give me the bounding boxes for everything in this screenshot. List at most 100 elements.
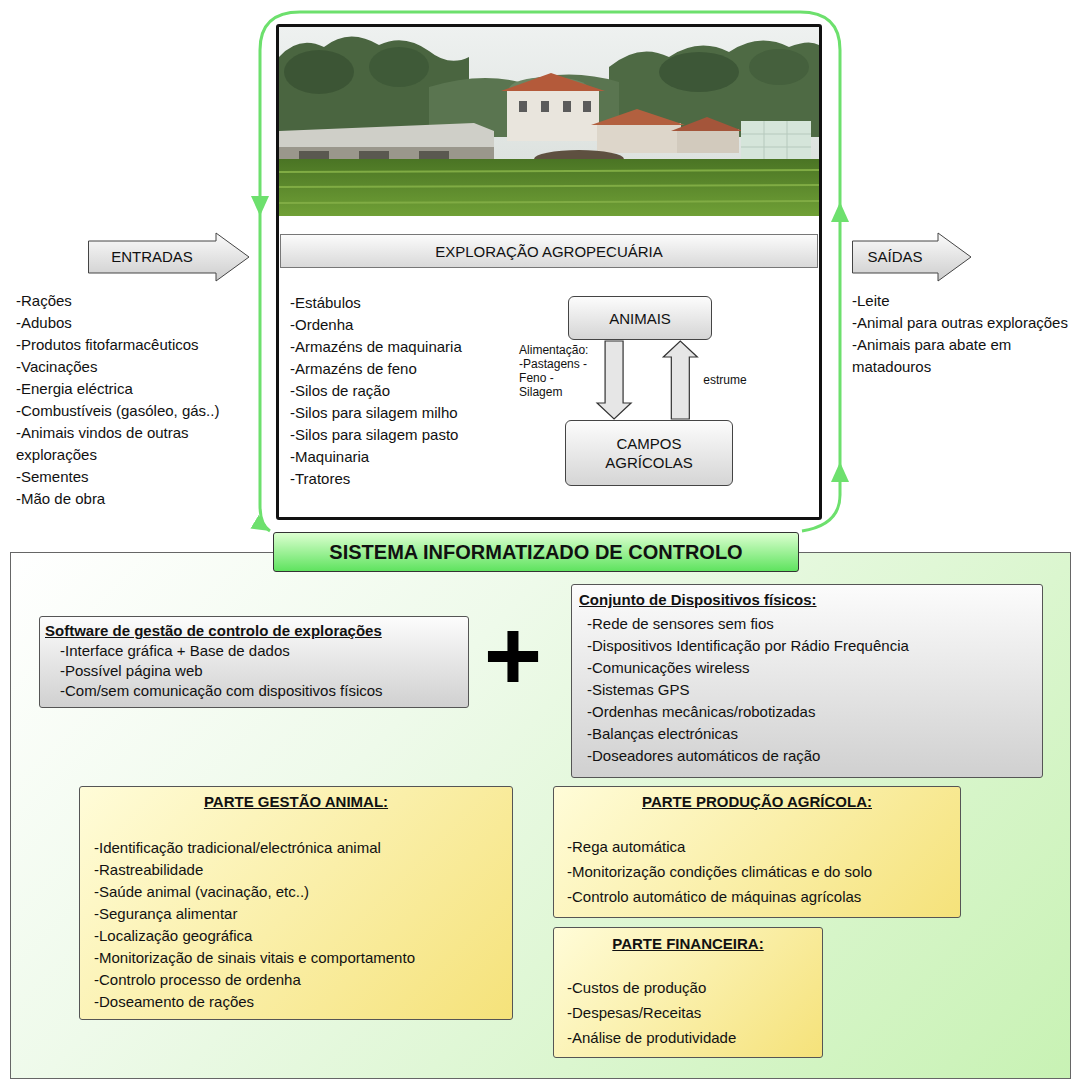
card-item: -Interface gráfica + Base de dados	[60, 641, 290, 661]
card-item: -Controlo automático de máquinas agrícol…	[567, 884, 861, 909]
plus-holder: +	[484, 605, 542, 705]
list-item: -Maquinaria	[290, 446, 462, 468]
arrow-label: SAÍDAS	[867, 248, 922, 266]
block-arrow	[597, 341, 631, 419]
block-arrow-outline	[89, 233, 250, 281]
list-item: -Silos de ração	[290, 380, 462, 402]
crop-production-box: PARTE PRODUÇÃO AGRÍCOLA: -Rega automática…	[553, 786, 961, 918]
photo-detail	[591, 109, 685, 125]
input-item: -Rações	[16, 290, 252, 312]
section-heading: EXPLORAÇÃO AGROPECUÁRIA	[280, 234, 818, 268]
card-item: -Despesas/Receitas	[567, 1000, 701, 1025]
card-item: -Doseadores automáticos de ração	[587, 745, 820, 767]
input-arrow: ENTRADAS	[88, 232, 250, 282]
output-item: -Animal para outras explorações	[852, 312, 1074, 334]
output-item: -Leite	[852, 290, 1074, 312]
farm-box: ANIMAIS CAMPOS AGRÍCOLAS EXPLORAÇÃO AGROPE…	[276, 24, 822, 520]
input-list: -Rações-Adubos-Produtos fitofarmacêutico…	[16, 290, 252, 510]
photo-detail	[563, 101, 571, 112]
list-item: -Armazéns de feno	[290, 358, 462, 380]
card-item: -Balanças electrónicas	[587, 723, 738, 745]
photo-detail	[279, 170, 819, 172]
animal-management-box: PARTE GESTÃO ANIMAL: -Identificação tradi…	[79, 786, 513, 1020]
card-title: PARTE PRODUÇÃO AGRÍCOLA:	[642, 791, 872, 813]
input-item: -Vacinações	[16, 356, 252, 378]
edge-label: Alimentação: -Pastagens -Feno -Silagem	[519, 343, 591, 399]
card-title: PARTE FINANCEIRA:	[612, 933, 763, 955]
card-title: Software de gestão de controlo de explor…	[45, 621, 382, 641]
list-item: -Ordenha	[290, 314, 462, 336]
photo-detail	[279, 27, 819, 216]
loop-arrow-part	[831, 462, 849, 482]
photo-detail	[507, 89, 599, 141]
block-arrow-outline	[853, 233, 972, 281]
list-item: -Tratores	[290, 468, 462, 490]
photo-detail	[279, 159, 819, 216]
photo-detail	[501, 73, 605, 91]
card-item: -Comunicações wireless	[587, 657, 750, 679]
photo-detail	[659, 52, 739, 92]
card-item: -Custos de produção	[567, 975, 706, 1000]
finance-box: PARTE FINANCEIRA: -Custos de produção-Des…	[553, 927, 823, 1058]
card-item: -Dispositivos Identificação por Rádio Fr…	[587, 635, 909, 657]
photo-detail	[541, 101, 549, 112]
photo-detail	[749, 49, 809, 85]
photo-detail	[583, 101, 591, 112]
input-item: -Produtos fitofarmacêuticos	[16, 334, 252, 356]
photo-detail	[279, 185, 819, 187]
card-item: -Controlo processo de ordenha	[94, 969, 301, 991]
card-item: -Monitorização de sinais vitais e compor…	[94, 947, 415, 969]
edge-label: estrume	[703, 373, 746, 387]
list-item: -Silos para silagem pasto	[290, 424, 462, 446]
photo-detail	[741, 121, 811, 161]
card-item: -Rastreabilidade	[94, 859, 203, 881]
list-item: -Armazéns de maquinaria	[290, 336, 462, 358]
photo-detail	[677, 129, 739, 153]
photo-detail	[741, 147, 811, 148]
photo-detail	[787, 121, 788, 161]
loop-arrow-part	[831, 202, 849, 222]
card-title: Conjunto de Dispositivos físicos:	[579, 589, 817, 611]
card-item: -Análise de produtividade	[567, 1025, 736, 1050]
farm-photo	[279, 27, 819, 216]
photo-detail	[671, 117, 743, 131]
photo-detail	[519, 101, 527, 112]
card-item: -Saúde animal (vacinação, etc..)	[94, 881, 309, 903]
input-item: -Adubos	[16, 312, 252, 334]
photo-detail	[597, 123, 681, 153]
software-box: Software de gestão de controlo de explor…	[39, 616, 469, 708]
photo-detail	[741, 134, 811, 135]
plus-sign: +	[484, 605, 542, 705]
list-item: -Estábulos	[290, 292, 462, 314]
card-title: PARTE GESTÃO ANIMAL:	[204, 791, 388, 813]
animals-box: ANIMAIS	[568, 296, 712, 340]
card-item: -Rede de sensores sem fios	[587, 613, 774, 635]
input-item: -Energia eléctrica	[16, 378, 252, 400]
input-item: -Sementes	[16, 466, 252, 488]
facility-list: -Estábulos-Ordenha-Armazéns de maquinari…	[290, 292, 462, 490]
card-item: -Com/sem comunicação com dispositivos fí…	[60, 681, 383, 701]
loop-arrow-part	[251, 196, 269, 216]
card-item: -Segurança alimentar	[94, 903, 237, 925]
system-title: SISTEMA INFORMATIZADO DE CONTROLO	[273, 532, 799, 572]
input-item: -Combustíveis (gasóleo, gás..)	[16, 400, 252, 422]
fields-box: CAMPOS AGRÍCOLAS	[565, 420, 733, 486]
card-item: -Monitorização condições climáticas e do…	[567, 859, 872, 884]
card-item: -Ordenhas mecânicas/robotizadas	[587, 701, 815, 723]
block-arrow	[663, 341, 697, 419]
card-item: -Sistemas GPS	[587, 679, 690, 701]
card-item: -Identificação tradicional/electrónica a…	[94, 837, 381, 859]
loop-arrow-part	[260, 12, 840, 531]
list-item: -Silos para silagem milho	[290, 402, 462, 424]
photo-detail	[279, 201, 819, 203]
box-label: ANIMAIS	[609, 309, 671, 328]
card-item: -Possível página web	[60, 661, 203, 681]
box-label: CAMPOS AGRÍCOLAS	[605, 434, 693, 472]
card-item: -Rega automática	[567, 834, 685, 859]
card-item: -Doseamento de rações	[94, 991, 254, 1013]
card-item: -Localização geográfica	[94, 925, 252, 947]
photo-detail	[369, 47, 429, 87]
devices-box: Conjunto de Dispositivos físicos:-Rede d…	[571, 584, 1043, 778]
input-item: -Animais vindos de outras explorações	[16, 422, 252, 466]
output-item: -Animais para abate em matadouros	[852, 334, 1074, 378]
